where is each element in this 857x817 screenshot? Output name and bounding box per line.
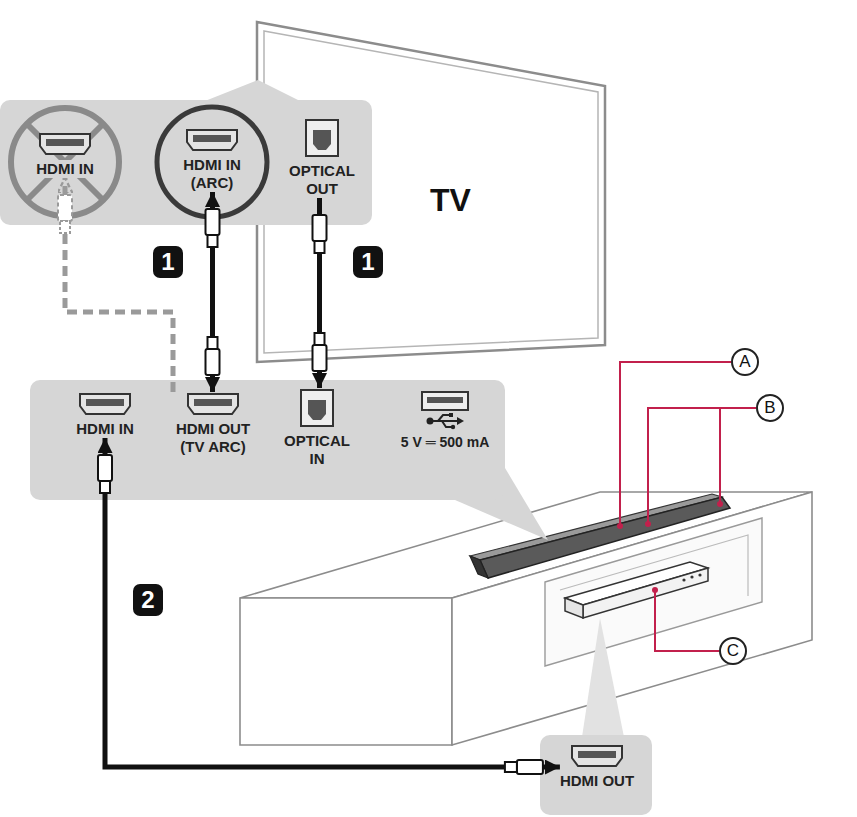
port-box: HDMI IN (76, 392, 134, 438)
soundbar-end (470, 556, 488, 578)
leader-dot (645, 521, 651, 527)
cable-plug (98, 455, 112, 481)
player-front (583, 568, 708, 618)
callout-letter: A (731, 348, 759, 376)
port-box: HDMI IN (33, 132, 97, 178)
cable-plug (313, 215, 327, 241)
player-button (682, 578, 685, 581)
port-label: HDMI OUT (560, 772, 634, 790)
port-icon (185, 128, 239, 152)
cable (105, 438, 560, 767)
port-icon (78, 392, 132, 416)
tv-rear-panel (0, 100, 372, 225)
port-box: 5 V ═ 500 mA (401, 390, 490, 451)
port-box: HDMI IN (ARC) (172, 128, 252, 192)
player-button (698, 573, 701, 576)
leader-line (648, 408, 756, 524)
callout-number: 2 (133, 584, 163, 616)
cabinet-front (240, 598, 452, 745)
device-name: TV (430, 181, 471, 219)
port-icon (38, 132, 92, 156)
cable-plug (313, 345, 327, 371)
port-icon (299, 388, 335, 428)
player-rear-panel (540, 735, 652, 815)
cable-plug (505, 762, 517, 772)
callout-number: 1 (353, 246, 383, 278)
port-box: OPTICAL OUT (280, 118, 364, 198)
port-icon (416, 390, 474, 430)
port-label: OPTICAL IN (275, 432, 359, 468)
cable-plug (315, 241, 325, 253)
callout-letter: C (719, 637, 747, 665)
port-label: HDMI OUT (TV ARC) (165, 420, 261, 456)
leader-dot (617, 523, 623, 529)
cable-plug (517, 760, 543, 774)
leader-dot (652, 587, 658, 593)
port-label: OPTICAL OUT (280, 162, 364, 198)
cable-plug (206, 209, 220, 235)
cable-plug (206, 349, 220, 375)
leader-line (719, 408, 721, 504)
port-box: HDMI OUT (560, 744, 634, 790)
cable-plug (208, 235, 218, 247)
port-label: HDMI IN (ARC) (172, 156, 252, 192)
leader-line (620, 362, 731, 526)
leader-line (655, 590, 719, 651)
cable-plug (208, 337, 218, 349)
callout-letter: B (756, 394, 784, 422)
port-label: 5 V ═ 500 mA (401, 434, 490, 451)
port-box: OPTICAL IN (275, 388, 359, 468)
port-icon (186, 392, 240, 416)
cable-plug (315, 333, 325, 345)
leader-dot (717, 501, 723, 507)
soundbar-rear-panel (30, 380, 505, 500)
port-label: HDMI IN (76, 420, 134, 438)
cabinet-side (452, 492, 812, 745)
port-icon (570, 744, 624, 768)
port-icon (304, 118, 340, 158)
player-button (690, 575, 693, 578)
panel-pointer (582, 618, 624, 737)
port-label: HDMI IN (33, 160, 97, 178)
cable-plug (100, 481, 110, 493)
panel-pointer (205, 80, 300, 101)
cable-plug (58, 195, 72, 221)
cable-plug (60, 221, 70, 233)
callout-number: 1 (153, 246, 183, 278)
port-box: HDMI OUT (TV ARC) (165, 392, 261, 456)
wrong-connection-cable (65, 178, 173, 392)
player-side (565, 598, 583, 618)
